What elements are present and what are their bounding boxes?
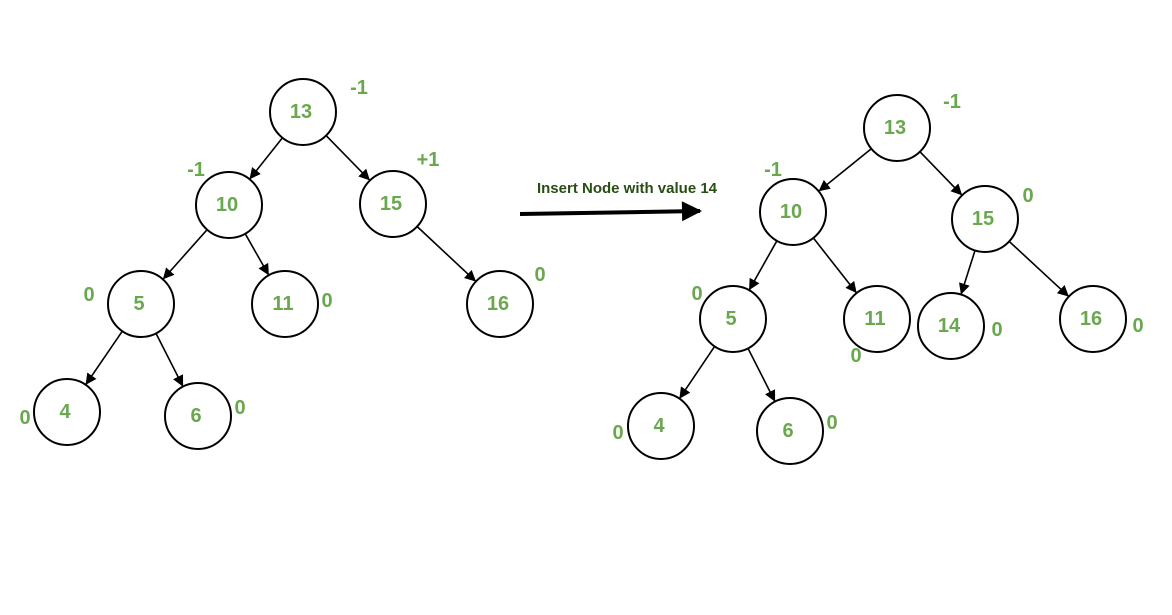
before-edge-b13-b10 — [249, 137, 284, 180]
node-circle — [164, 382, 232, 450]
before-tree-node-4: 40 — [19, 378, 101, 446]
before-edge-b5-b6 — [155, 333, 184, 387]
node-value: 6 — [782, 420, 793, 442]
node-circle — [627, 392, 695, 460]
node-value: 4 — [59, 401, 71, 423]
node-value: 10 — [216, 194, 238, 216]
after-tree-node-5: 50 — [691, 283, 767, 353]
node-circle — [756, 397, 824, 465]
node-value: 11 — [864, 308, 885, 330]
node-circle — [759, 178, 827, 246]
node-circle — [359, 170, 427, 238]
balance-factor: -1 — [943, 91, 961, 113]
after-tree-node-4: 40 — [612, 392, 695, 460]
after-tree-node-10: 10 -1 — [759, 159, 827, 246]
balance-factor: 0 — [83, 284, 94, 306]
after-edge-a10-a5 — [748, 240, 778, 291]
node-value: 13 — [884, 117, 906, 139]
after-edge-a13-a15 — [919, 151, 963, 196]
balance-factor: 0 — [1132, 315, 1143, 337]
node-circle — [843, 285, 911, 353]
operation-label: Insert Node with value 14 — [537, 180, 718, 197]
balance-factor: 0 — [612, 422, 623, 444]
balance-factor: -1 — [764, 159, 782, 181]
before-tree-node-10: 10 -1 — [187, 159, 263, 239]
balance-factor: 0 — [534, 264, 545, 286]
node-circle — [33, 378, 101, 446]
before-tree-node-11: 11 0 — [251, 270, 333, 338]
before-tree-node-15: 15 +1 — [359, 149, 440, 238]
node-circle — [251, 270, 319, 338]
balance-factor: 0 — [991, 319, 1002, 341]
node-value: 16 — [1080, 308, 1102, 330]
balance-factor: 0 — [234, 397, 245, 419]
node-circle — [269, 78, 337, 146]
node-value: 15 — [380, 193, 402, 215]
after-edge-a15-a16 — [1008, 240, 1069, 297]
before-edge-b15-b16 — [416, 225, 477, 282]
node-value: 15 — [972, 208, 994, 230]
node-value: 10 — [780, 201, 802, 223]
before-edge-b10-b11 — [244, 233, 269, 276]
node-circle — [107, 270, 175, 338]
balance-factor: -1 — [350, 77, 368, 99]
after-edge-a5-a6 — [747, 348, 776, 402]
operation-arrow — [519, 201, 702, 222]
balance-factor: 0 — [321, 290, 332, 312]
node-circle — [466, 270, 534, 338]
after-tree-node-16: 16 0 — [1059, 285, 1144, 353]
node-circle — [195, 171, 263, 239]
after-tree-node-11: 110 — [843, 285, 911, 367]
node-value: 5 — [133, 293, 144, 315]
before-tree-node-5: 50 — [83, 270, 175, 338]
node-value: 11 — [272, 293, 293, 315]
before-edge-b13-b15 — [325, 135, 370, 181]
balance-factor: -1 — [187, 159, 205, 181]
node-circle — [1059, 285, 1127, 353]
after-edge-a10-a11 — [812, 237, 857, 294]
node-value: 13 — [290, 101, 312, 123]
after-edge-a13-a10 — [818, 148, 872, 192]
balance-factor: 0 — [19, 407, 30, 429]
after-tree-node-15: 15 0 — [951, 185, 1034, 253]
after-tree-node-14: 14 0 — [917, 292, 1003, 360]
before-tree-node-16: 16 0 — [466, 264, 546, 338]
after-edge-a15-a14 — [959, 250, 976, 295]
node-circle — [917, 292, 985, 360]
before-tree-node-13: 13 -1 — [269, 77, 368, 146]
balance-factor: 0 — [826, 412, 837, 434]
node-circle — [863, 94, 931, 162]
node-value: 16 — [487, 293, 509, 315]
balance-factor: 0 — [850, 345, 861, 367]
node-value: 4 — [653, 415, 665, 437]
node-circle — [699, 285, 767, 353]
after-edge-a5-a4 — [679, 345, 716, 399]
before-edge-b10-b5 — [162, 229, 208, 280]
node-value: 6 — [190, 405, 201, 427]
node-circle — [951, 185, 1019, 253]
balance-factor: 0 — [1022, 185, 1033, 207]
balance-factor: +1 — [417, 149, 440, 171]
before-edge-b5-b4 — [85, 330, 123, 385]
after-tree-node-13: 13 -1 — [863, 91, 961, 162]
insert-operation: Insert Node with value 14 — [519, 180, 718, 222]
balance-factor: 0 — [691, 283, 702, 305]
edges-layer — [85, 135, 1069, 402]
node-value: 5 — [725, 308, 736, 330]
node-value: 14 — [938, 315, 961, 337]
